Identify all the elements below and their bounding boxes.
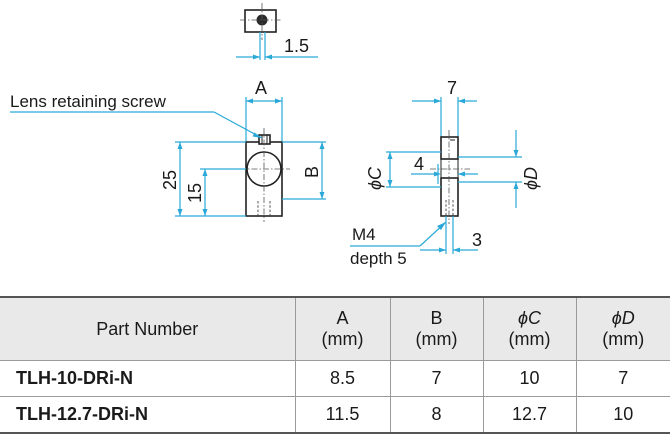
cell-a: 8.5 (294, 360, 391, 397)
callout-lens-retaining-screw: Lens retaining screw (10, 92, 167, 111)
front-view: A 25 15 B Lens retaining (10, 78, 326, 222)
dim-25: 25 (160, 170, 180, 190)
cell-c: 10 (482, 360, 577, 397)
header-b: B(mm) (389, 296, 484, 361)
cell-d: 7 (575, 360, 670, 397)
side-view: 7 ϕC 4 ϕD (350, 78, 541, 268)
header-a: A(mm) (294, 296, 391, 361)
dim-3: 3 (472, 230, 482, 250)
cell-part-number: TLH-10-DRi-N (0, 360, 296, 397)
technical-drawing: 1.5 A 25 15 (10, 3, 541, 268)
specification-table: Part Number A(mm) B(mm) ϕC(mm) ϕD(mm) TL… (0, 296, 670, 434)
callout-m4: M4 (352, 225, 376, 244)
cell-a: 11.5 (294, 396, 391, 434)
table-row: TLH-12.7-DRi-N 11.5 8 12.7 10 (0, 396, 670, 434)
dim-phi-c: ϕC (365, 166, 385, 190)
dim-phi-d: ϕD (521, 167, 541, 190)
cell-b: 7 (389, 360, 484, 397)
top-view: 1.5 (236, 3, 318, 60)
dim-a: A (255, 78, 267, 98)
cell-c: 12.7 (482, 396, 577, 434)
header-phi-c: ϕC(mm) (482, 296, 577, 361)
callout-depth: depth 5 (350, 249, 407, 268)
dim-7: 7 (447, 78, 457, 98)
header-phi-d: ϕD(mm) (575, 296, 670, 361)
dim-b: B (302, 166, 322, 178)
dim-15: 15 (185, 183, 205, 203)
cell-b: 8 (389, 396, 484, 434)
cell-part-number: TLH-12.7-DRi-N (0, 396, 296, 434)
header-part-number: Part Number (0, 296, 296, 361)
table-row: TLH-10-DRi-N 8.5 7 10 7 (0, 360, 670, 397)
dim-4: 4 (414, 154, 424, 174)
table-header-row: Part Number A(mm) B(mm) ϕC(mm) ϕD(mm) (0, 296, 670, 361)
cell-d: 10 (575, 396, 670, 434)
dim-1-5: 1.5 (284, 36, 309, 56)
